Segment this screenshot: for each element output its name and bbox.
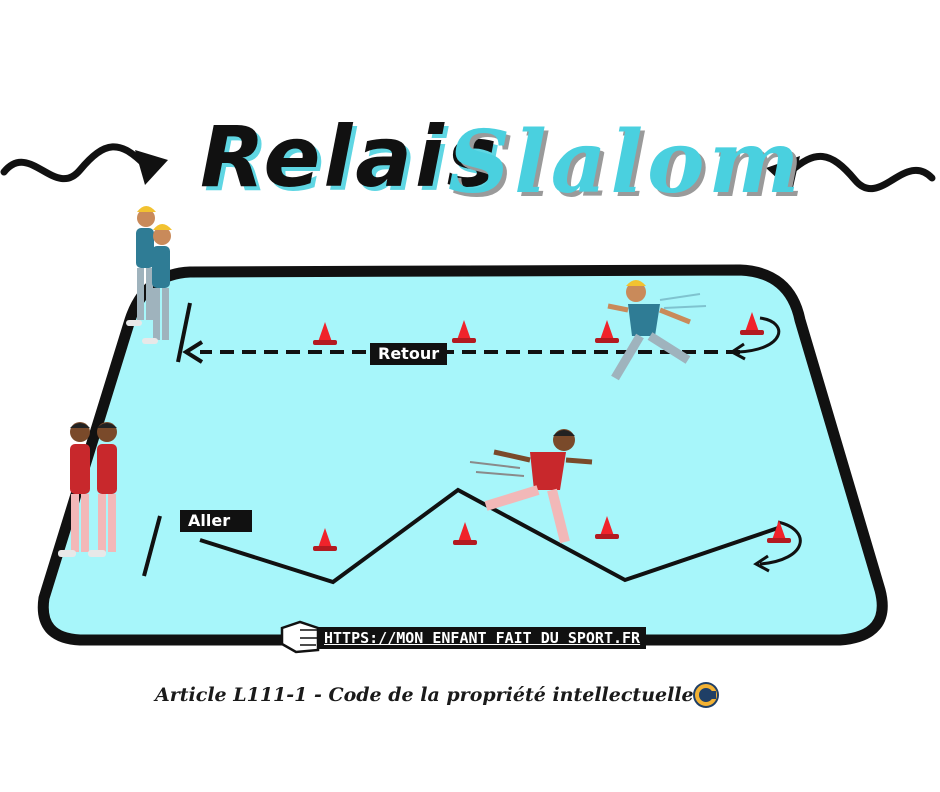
outbound-path — [199, 487, 802, 585]
title-word-slalom: Slalom — [448, 112, 804, 213]
squiggle-arrow-left-icon — [766, 153, 936, 192]
cone-icon — [595, 516, 619, 539]
blue-team-player — [126, 206, 156, 326]
red-team-runner — [469, 429, 593, 544]
cone-icon — [313, 528, 337, 551]
cone-icon — [313, 322, 337, 345]
cone-icon — [767, 520, 791, 543]
cone-icon — [452, 320, 476, 343]
copyright-notice: Article L111-1 - Code de la propriété in… — [155, 684, 694, 706]
red-team-player — [88, 422, 117, 557]
blue-team-runner — [607, 280, 707, 381]
cone-icon — [595, 320, 619, 343]
label-aller: Aller — [180, 510, 252, 532]
website-link[interactable]: HTTPS://MON ENFANT FAIT DU SPORT.FR — [318, 627, 647, 649]
start-line-bottom — [142, 515, 162, 577]
copyright-icon — [693, 682, 719, 708]
return-path — [182, 316, 781, 364]
cone-icon — [740, 312, 764, 335]
blue-team-player — [142, 224, 172, 344]
squiggle-arrow-right-icon — [0, 143, 168, 185]
start-line-top — [176, 302, 192, 363]
cone-icon — [453, 522, 477, 545]
title-word-relais: Relais — [200, 108, 500, 206]
red-team-player — [58, 422, 90, 557]
label-retour: Retour — [370, 343, 448, 365]
pointing-hand-icon — [280, 620, 320, 654]
